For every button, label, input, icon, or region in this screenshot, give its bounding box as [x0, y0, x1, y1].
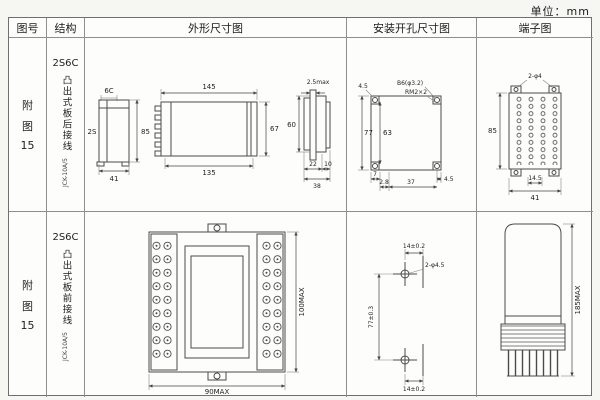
dim-edge-top: 14±0.2 [403, 243, 425, 250]
structure-model: 2S6C [52, 58, 79, 69]
dim-front-height: 85 [141, 128, 150, 136]
dim-panel-height: 60 [287, 121, 296, 129]
dim-b2: 2.8 [379, 179, 389, 186]
outline-cell-row2: 100MAX 90MAX [85, 212, 347, 397]
mounting-cell-row1: 4.5 B6(φ3.2) RM2×2 77 63 7 2.8 37 4.5 [347, 38, 477, 212]
fig-no-char: 附 [22, 279, 33, 292]
dim-front-width: 41 [110, 175, 119, 183]
structure-cell-row2: 2S6C 凸出式板前接线 JCK-10A/5 [47, 212, 85, 397]
header-outline: 外形尺寸图 [85, 18, 347, 38]
dim-side-bottom: 135 [202, 169, 215, 177]
fig-no-cell-row2: 附 图 15 [9, 212, 47, 397]
terminal-cell-row2: 185MAX [477, 212, 593, 397]
dim-b1: 7 [373, 171, 377, 178]
header-mounting: 安装开孔尺寸图 [347, 18, 477, 38]
structure-model: 2S6C [52, 232, 79, 243]
fig-no-cell-row1: 附 图 15 [9, 38, 47, 212]
structure-type-code: JCK-10A/5 [62, 158, 69, 188]
side-view: 145 135 67 [154, 83, 279, 177]
dim-height-outer: 77 [364, 129, 373, 137]
header-terminal: 端子图 [477, 18, 593, 38]
dim-b3: 37 [407, 179, 415, 186]
outline-drawing-rear-wiring: 6C 2S 85 41 145 [88, 79, 332, 190]
dim-side-height: 67 [270, 125, 279, 133]
note-hole: B6(φ3.2) [397, 80, 423, 87]
terminal-drawing-front-wiring: 185MAX [500, 223, 582, 377]
note-terminal-holes: 2-φ4 [528, 73, 542, 80]
dim-hole-spacing: 77±0.3 [368, 306, 375, 328]
header-fig-no: 图号 [9, 18, 47, 38]
front-view: 6C 2S 85 41 [88, 87, 150, 183]
mounting-drawing-rear-wiring: 4.5 B6(φ3.2) RM2×2 77 63 7 2.8 37 4.5 [358, 80, 454, 191]
dim-corner-offset: 4.5 [358, 83, 368, 90]
dim-side-top: 145 [202, 83, 215, 91]
outline-cell-row1: 6C 2S 85 41 145 [85, 38, 347, 212]
note-holes: 2-φ4.5 [425, 262, 445, 269]
fig-no-char: 附 [22, 99, 33, 112]
unit-label: 单位：mm [530, 5, 590, 18]
dim-b4: 4.5 [444, 176, 454, 183]
fig-no-char: 图 [22, 300, 33, 313]
terminal-cell-row1: 2-φ4 85 14.5 41 [477, 38, 593, 212]
header-structure: 结构 [47, 18, 85, 38]
panel-view: 2.5max 60 22 10 38 [287, 79, 332, 190]
dim-total-height: 185MAX [574, 285, 582, 314]
outline-drawing-front-wiring: 100MAX 90MAX [148, 223, 306, 395]
fig-no-char: 图 [22, 120, 33, 133]
structure-desc: 凸出式板前接线 [60, 249, 72, 326]
dim-edge-bottom: 14±0.2 [403, 386, 425, 393]
mounting-cell-row2: 14±0.2 2-φ4.5 77±0.3 14±0.2 [347, 212, 477, 397]
fig-no-number: 15 [20, 319, 35, 332]
dim-panel-w3: 38 [313, 183, 321, 190]
fig-no-number: 15 [20, 139, 35, 152]
dim-front-left: 2S [88, 128, 97, 136]
structure-cell-row1: 2S6C 凸出式板后接线 JCK-10A/5 [47, 38, 85, 212]
spec-table: 图号 结构 外形尺寸图 安装开孔尺寸图 端子图 附 图 15 2S6C 凸出式板… [8, 17, 593, 397]
terminal-drawing-rear-wiring: 2-φ4 85 14.5 41 [488, 73, 562, 202]
dim-panel-w1: 22 [309, 161, 317, 168]
dim-terminal-height: 85 [488, 127, 497, 135]
dim-terminal-w2: 41 [531, 194, 540, 202]
dim-panel-thickness: 2.5max [307, 79, 330, 86]
dim-front-top: 6C [104, 87, 113, 95]
dim-height-inner: 63 [383, 129, 392, 137]
structure-type-code: JCK-10A/5 [62, 332, 69, 362]
mounting-drawing-front-wiring: 14±0.2 2-φ4.5 77±0.3 14±0.2 [368, 243, 445, 393]
dim-outline-height: 100MAX [298, 287, 306, 316]
note-screw: RM2×2 [405, 89, 427, 96]
dim-outline-width: 90MAX [205, 388, 230, 395]
dim-panel-w2: 10 [324, 161, 332, 168]
dim-terminal-w1: 14.5 [528, 175, 542, 182]
structure-desc: 凸出式板后接线 [60, 75, 72, 152]
